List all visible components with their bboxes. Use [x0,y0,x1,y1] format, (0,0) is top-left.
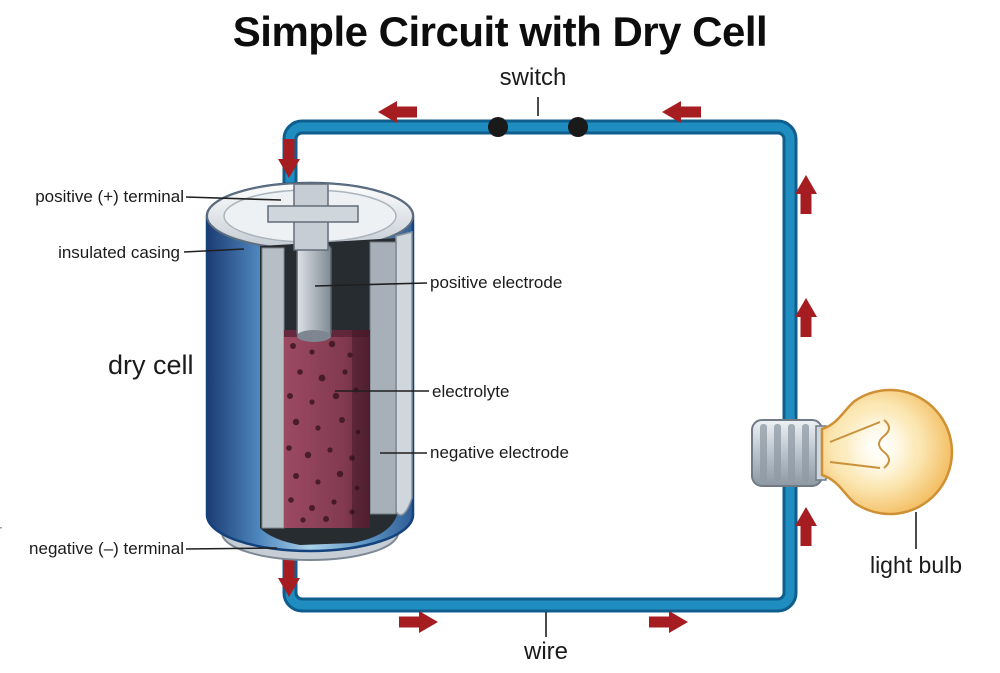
label-switch: switch [499,64,567,91]
current-arrow [795,175,817,214]
label-light-bulb: light bulb [869,552,963,578]
switch-contact-dot [488,117,508,137]
electrolyte-fill [284,330,370,528]
switch-contact-dot [568,117,588,137]
positive-terminal-flange [267,205,359,223]
light-bulb-illustration [751,388,954,516]
electrolyte-shadow [352,330,370,528]
leader-lines [183,97,917,637]
label-positive-terminal: positive (+) terminal [35,187,184,206]
casing-cut-face [395,231,413,516]
zinc-wall-right [369,241,397,515]
switch-contacts [488,117,588,137]
carbon-rod-bottom [297,330,331,342]
current-arrow [795,507,817,546]
leader-negative-terminal [185,547,278,550]
bulb-filament [829,419,890,469]
zinc-wall-left [261,247,285,529]
label-electrolyte: electrolyte [432,382,510,401]
leader-positive-terminal [185,196,282,201]
dry-cell-illustration [205,181,415,561]
stock-watermark: Adobe Stock | #115250573 [0,433,3,625]
leader-insulated-casing [183,248,245,253]
label-negative-electrode: negative electrode [430,443,569,462]
diagram-title: Simple Circuit with Dry Cell [232,8,768,55]
label-dry-cell: dry cell [108,350,194,380]
bulb-screw-threads [760,424,809,482]
current-arrow [399,611,438,633]
leader-positive-electrode [314,282,428,287]
label-insulated-casing: insulated casing [58,243,180,262]
label-positive-electrode: positive electrode [430,273,563,292]
current-arrow [795,298,817,337]
label-negative-terminal: negative (–) terminal [29,539,184,558]
carbon-rod [296,245,332,337]
current-arrow [649,611,688,633]
label-wire: wire [523,638,568,665]
